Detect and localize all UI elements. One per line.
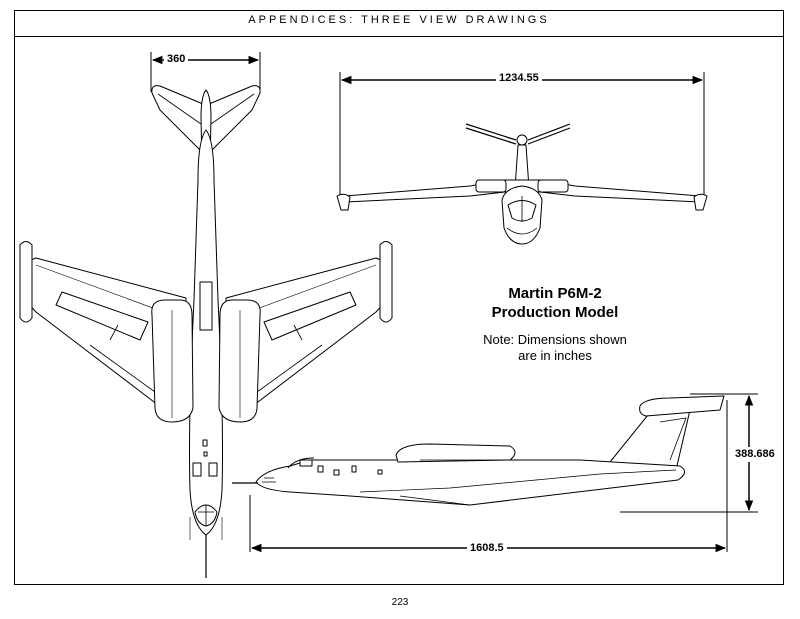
caption-title-line2: Production Model [491,304,619,321]
front-view [336,72,708,245]
front-view-tailplane [465,123,571,145]
header-divider [14,36,784,37]
top-view-tailplane [151,85,261,153]
top-view-right-engines [218,299,261,423]
page-number: 223 [391,597,409,608]
caption-note: Note: Dimensions shown are in inches [470,332,640,364]
caption-title: Martin P6M-2 Production Model [470,284,640,322]
height-label: 388.686 [733,447,777,462]
tailplane-span-label: 360 [164,53,189,66]
wingspan-label: 1234.55 [496,72,542,85]
top-view [19,52,393,578]
drawing-caption: Martin P6M-2 Production Model Note: Dime… [470,284,640,364]
caption-title-line1: Martin P6M-2 [508,285,602,302]
top-view-left-engines [151,299,194,423]
side-view-tailplane [639,395,725,417]
caption-note-line2: are in inches [518,348,592,363]
caption-note-line1: Note: Dimensions shown [483,332,627,347]
header-title: APPENDICES: THREE VIEW DRAWINGS [248,14,550,26]
page-border [14,10,784,585]
side-view-hull [255,459,685,506]
length-label: 1608.5 [467,542,507,555]
side-view [232,393,758,553]
